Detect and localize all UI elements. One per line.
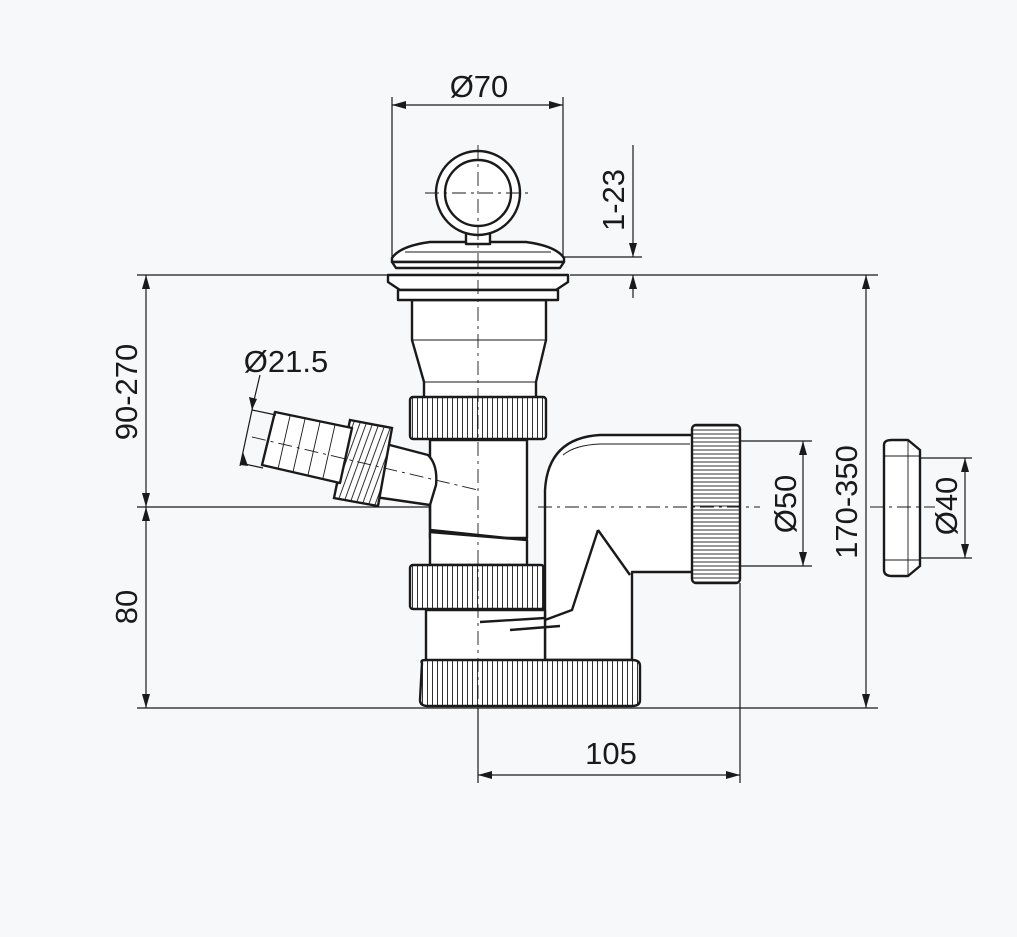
label-total-height: 170-350 (829, 445, 864, 559)
siphon-body (260, 149, 922, 708)
hose-barb (260, 410, 354, 485)
upper-collar (410, 298, 548, 400)
bottom-cap (418, 658, 642, 708)
label-height-upper: 90-270 (109, 344, 144, 441)
label-plug-lift: 1-23 (596, 169, 631, 231)
label-hose-diameter: Ø21.5 (244, 344, 328, 379)
reducer-seal (882, 438, 922, 578)
outlet-elbow (543, 433, 697, 662)
main-pipe (428, 438, 529, 540)
label-height-lower: 80 (109, 590, 144, 624)
dimension-labels: Ø70 1-23 Ø21.5 90-270 80 Ø50 170-350 Ø40… (109, 69, 964, 771)
dimension-lines (137, 97, 972, 783)
bottle-body (424, 608, 547, 664)
label-outlet-offset: 105 (585, 736, 637, 771)
center-lines (251, 145, 935, 715)
label-reducer-diameter: Ø40 (929, 477, 964, 536)
label-plug-diameter: Ø70 (450, 69, 509, 104)
middle-nut (408, 563, 546, 611)
label-outlet-diameter: Ø50 (768, 475, 803, 534)
outlet-nut (690, 423, 742, 585)
